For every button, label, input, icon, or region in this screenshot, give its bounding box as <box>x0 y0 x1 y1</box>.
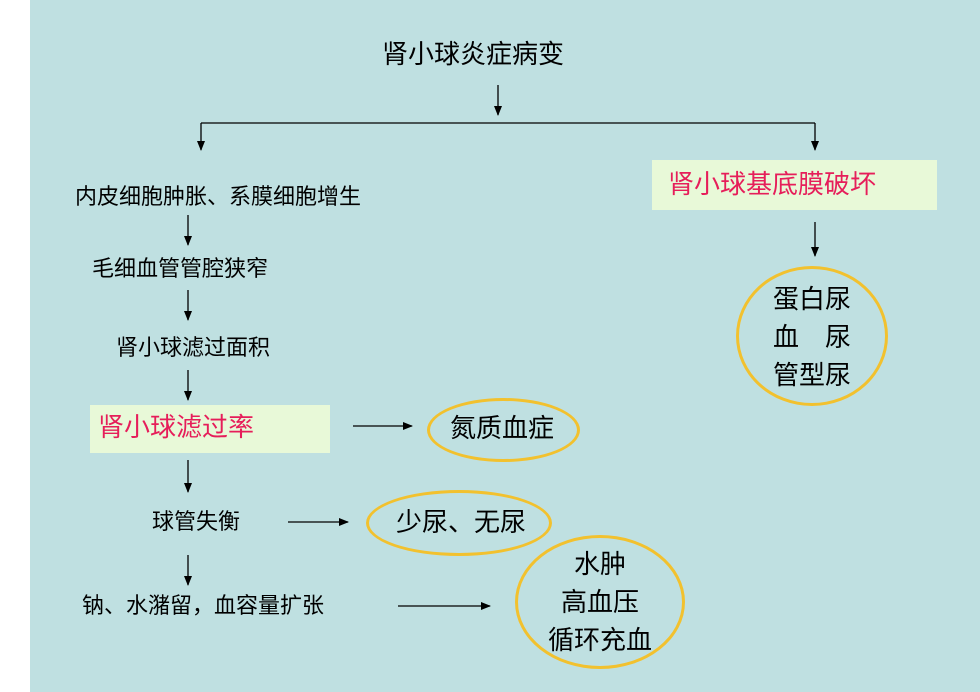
oval-oliguria <box>366 490 552 556</box>
highlight-box-gbm <box>652 160 937 210</box>
outcome-azotemia: 氮质血症 <box>450 414 555 444</box>
step-glomerulotubular-imbalance: 球管失衡 <box>152 510 241 535</box>
step-filtration-area: 肾小球滤过面积 <box>116 336 271 361</box>
outcome-oliguria: 少尿、无尿 <box>396 508 527 538</box>
oval-edema-group <box>515 535 685 669</box>
outcome-hypertension: 高血压 <box>560 588 639 618</box>
outcome-cylindruria: 管型尿 <box>772 361 851 391</box>
outcome-edema: 水肿 <box>573 550 626 580</box>
edema-group-list: 水肿 高血压 循环充血 <box>515 546 685 660</box>
highlight-box-gfr <box>90 405 330 453</box>
slide-canvas: 肾小球炎症病变 内皮细胞肿胀、系膜细胞增生 毛细血管管腔狭窄 肾小球滤过面积 肾… <box>30 0 980 692</box>
outcome-proteinuria: 蛋白尿 <box>772 285 851 315</box>
oval-azotemia <box>427 398 580 462</box>
step-capillary-narrowing: 毛细血管管腔狭窄 <box>92 257 269 282</box>
step-endothelial-swelling: 内皮细胞肿胀、系膜细胞增生 <box>75 185 362 210</box>
oval-right-outcomes <box>736 266 888 406</box>
outcome-hematuria: 血 尿 <box>772 323 851 353</box>
right-outcomes-list: 蛋白尿 血 尿 管型尿 <box>736 281 888 395</box>
connector-lines <box>184 85 819 610</box>
step-sodium-water-retention: 钠、水潴留，血容量扩张 <box>82 594 325 619</box>
outcome-circulatory-congestion: 循环充血 <box>547 626 652 656</box>
gbm-damage: 肾小球基底膜破坏 <box>668 170 877 200</box>
step-gfr: 肾小球滤过率 <box>98 413 255 443</box>
diagram-title: 肾小球炎症病变 <box>382 40 565 70</box>
